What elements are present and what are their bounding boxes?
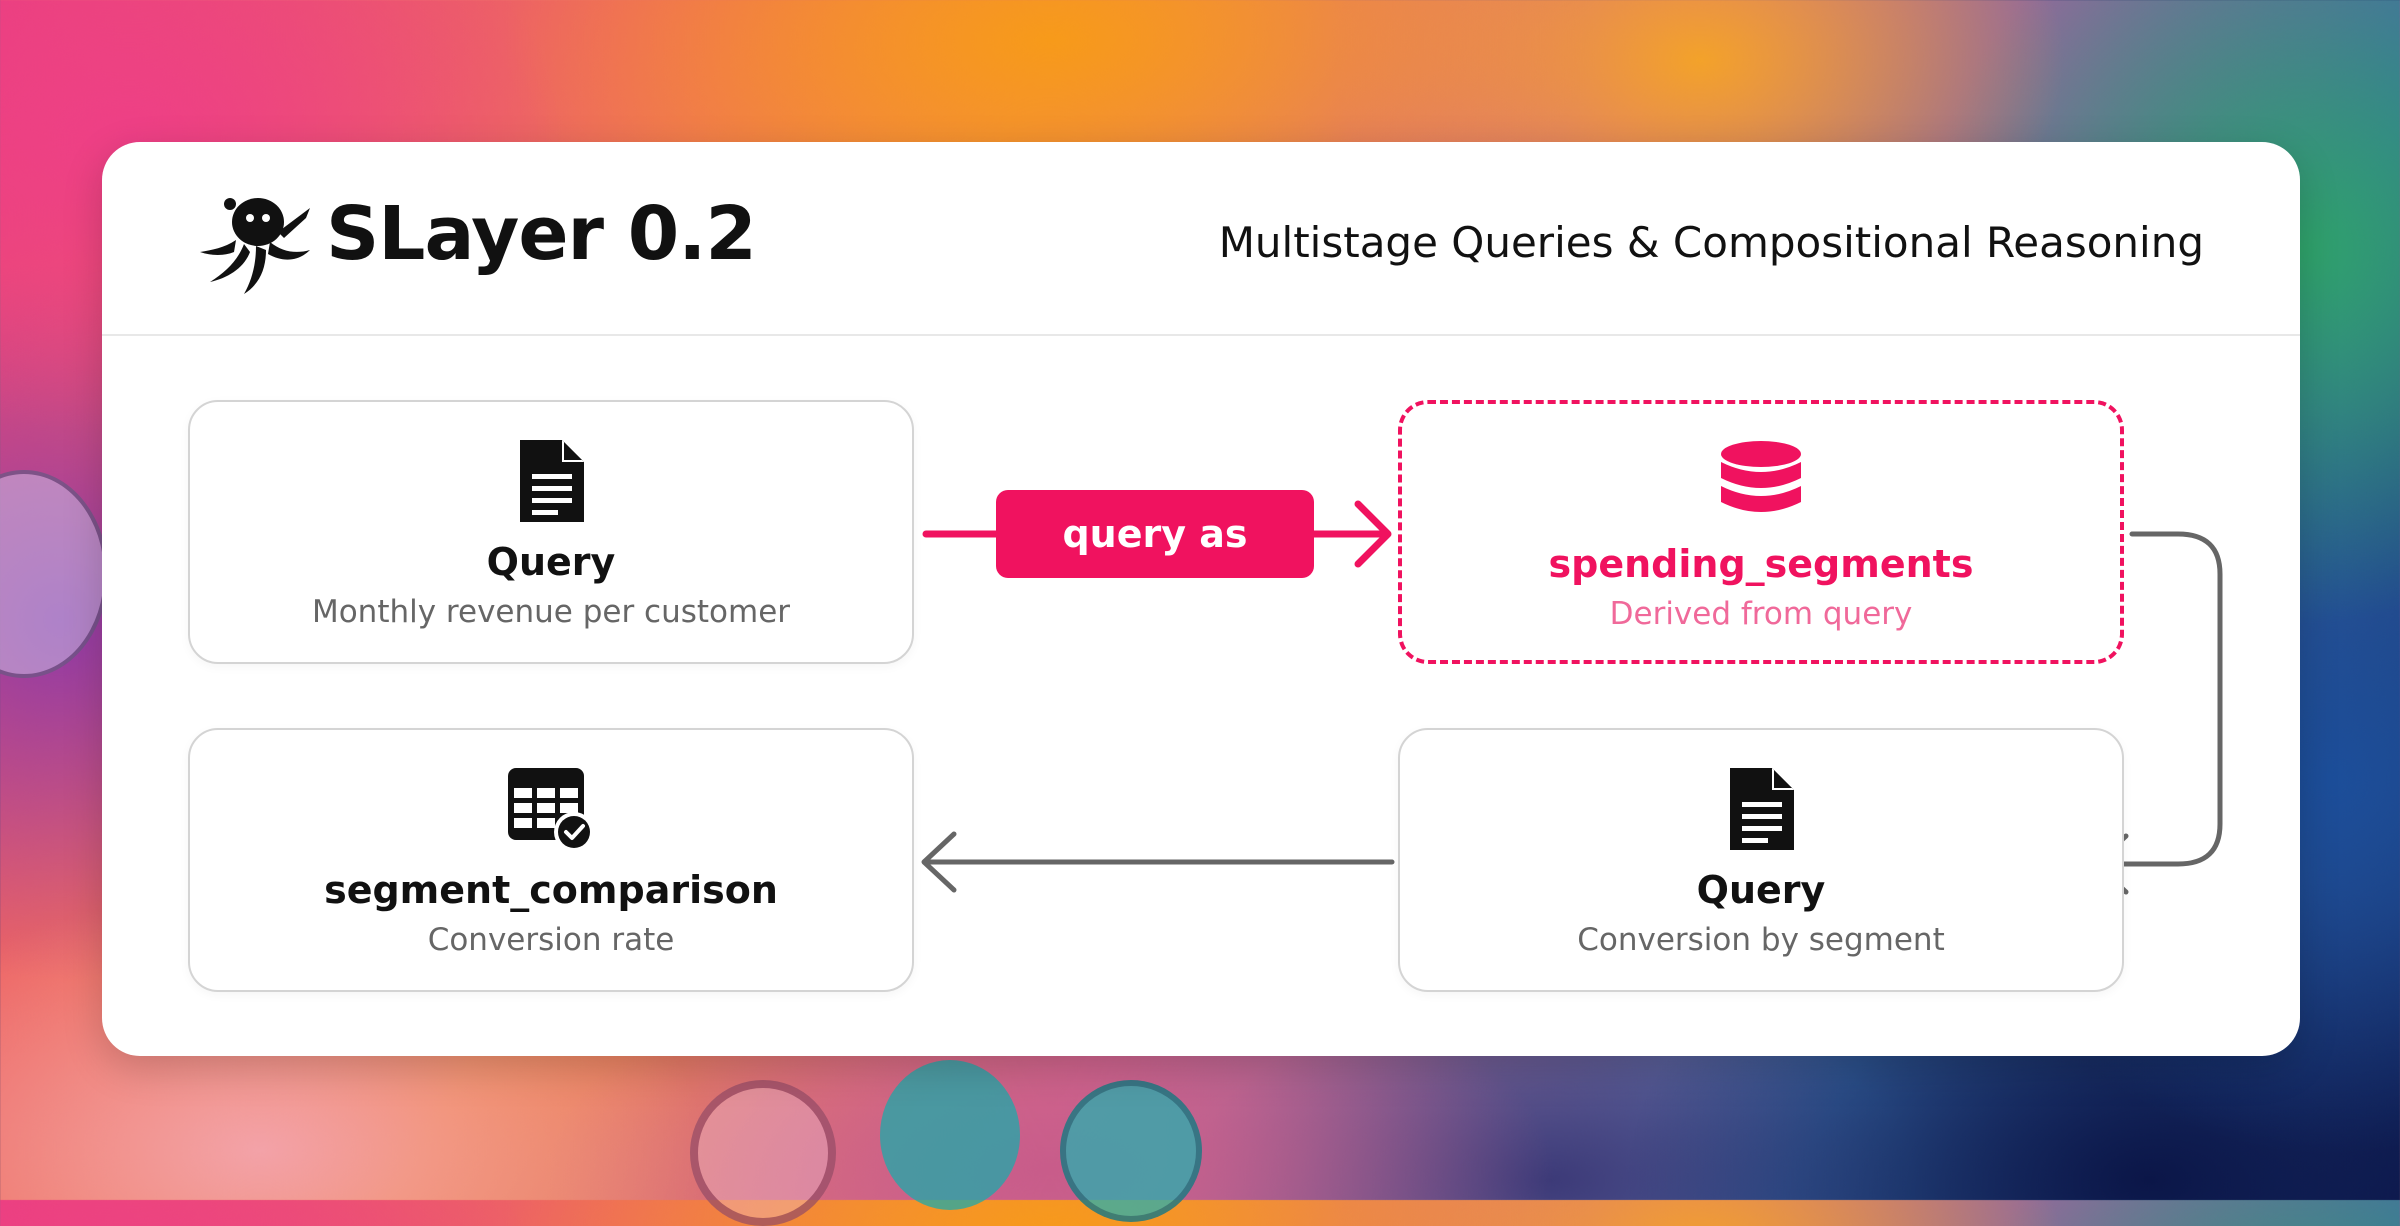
table-check-icon — [508, 768, 594, 852]
page-subtitle: Multistage Queries & Compositional Reaso… — [1218, 218, 2204, 267]
node-description: Conversion by segment — [1577, 922, 1945, 958]
node-title: Query — [486, 540, 616, 584]
header: SLayer 0.2 Multistage Queries & Composit… — [102, 142, 2300, 336]
node-query-conversion[interactable]: Query Conversion by segment — [1398, 728, 2124, 992]
brand-title: SLayer 0.2 — [326, 191, 757, 277]
node-description: Conversion rate — [427, 922, 675, 958]
node-description: Monthly revenue per customer — [311, 594, 791, 630]
background-blob — [0, 470, 108, 678]
node-query-revenue[interactable]: Query Monthly revenue per customer — [188, 400, 914, 664]
background-blob — [690, 1080, 836, 1226]
node-title: segment_comparison — [324, 868, 778, 912]
octopus-logo-icon — [200, 198, 310, 294]
node-title: Query — [1696, 868, 1826, 912]
node-spending-segments[interactable]: spending_segments Derived from query — [1398, 400, 2124, 664]
edge-label-query-as-model: query as model — [996, 490, 1314, 644]
diagram-connectors — [921, 500, 2223, 895]
edge-query-to-comparison — [921, 831, 1395, 893]
node-title: spending_segments — [1548, 542, 1974, 586]
edge-query-as-model — [922, 500, 1392, 568]
node-description: Derived from query — [1609, 596, 1913, 632]
database-icon — [1721, 441, 1801, 512]
background-blob — [1060, 1080, 1202, 1222]
diagram-card: SLayer 0.2 Multistage Queries & Composit… — [102, 142, 2300, 1056]
background-blob — [880, 1060, 1020, 1210]
document-icon — [1730, 768, 1794, 850]
document-icon — [520, 440, 584, 522]
node-segment-comparison[interactable]: segment_comparison Conversion rate — [188, 728, 914, 992]
